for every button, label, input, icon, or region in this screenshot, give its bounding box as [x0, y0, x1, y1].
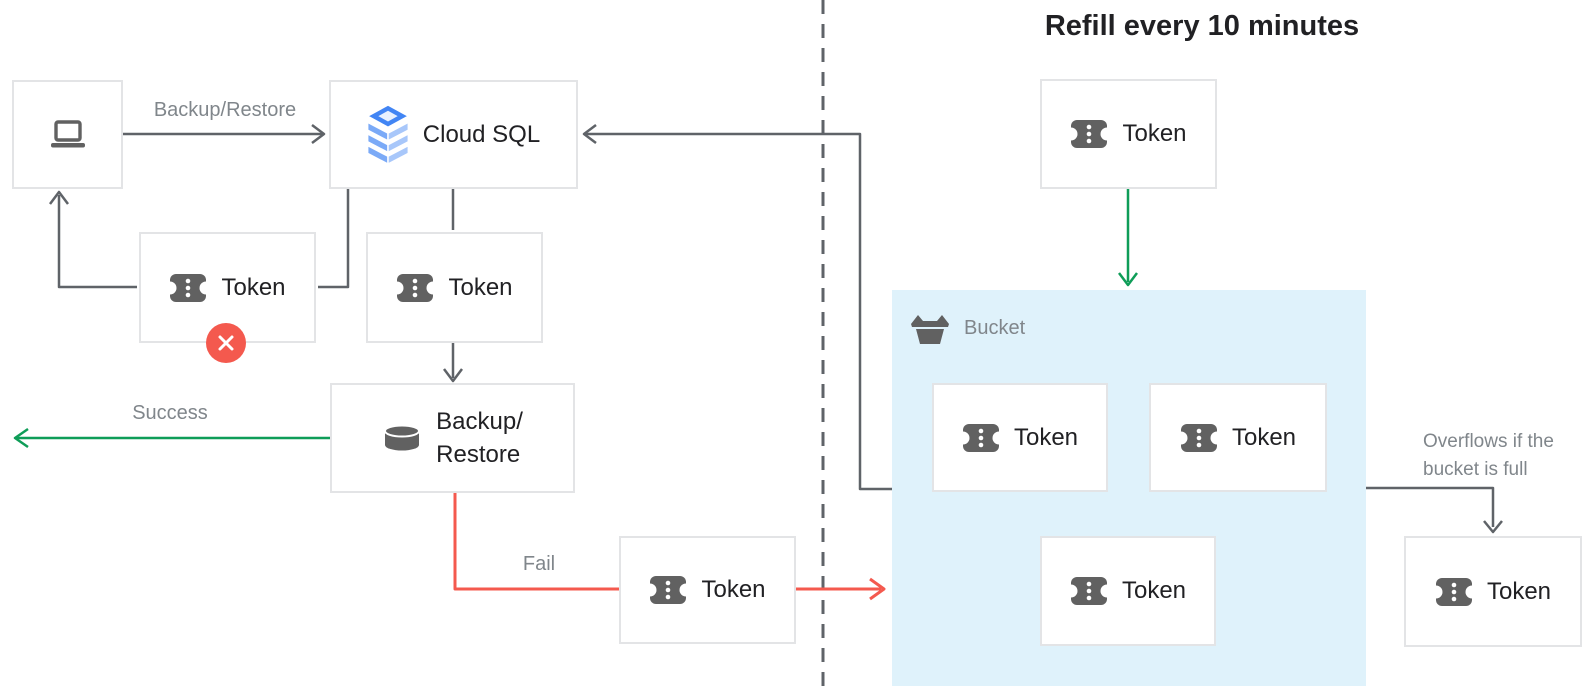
laptop-icon	[50, 119, 85, 147]
edge-label-success: Success	[132, 402, 208, 424]
token-node-bucket-1: Token	[932, 383, 1108, 492]
arrowhead-left-icon	[13, 427, 29, 449]
edge-bucket-to-overflow-token	[1366, 486, 1495, 527]
token-icon	[1069, 577, 1108, 605]
token-icon	[961, 423, 1000, 452]
token-node-overflow: Token	[1404, 536, 1582, 647]
token-node-cloudsql: Token	[366, 232, 543, 343]
token-icon	[1434, 577, 1473, 606]
cloud-sql-node: Cloud SQL	[329, 80, 578, 189]
token-icon	[1179, 423, 1218, 452]
close-icon	[218, 335, 234, 351]
cloud-sql-icon	[366, 104, 409, 165]
token-node-refill: Token	[1040, 79, 1217, 189]
token-label: Token	[221, 273, 286, 301]
backup-restore-label-line2: Restore	[436, 441, 521, 468]
token-label: Token	[1013, 423, 1079, 451]
token-label: Token	[1486, 577, 1552, 605]
token-label: Token	[1121, 577, 1187, 604]
arrowhead-down-icon	[1118, 272, 1138, 287]
backup-restore-node: Backup/ Restore	[330, 383, 575, 493]
bucket-icon	[911, 315, 949, 344]
token-label: Token	[1231, 423, 1297, 451]
arrowhead-up-icon	[49, 190, 69, 205]
backup-restore-label: Backup/ Restore	[436, 405, 523, 471]
database-icon	[384, 424, 421, 451]
edge-cloudsql-to-rejected-token	[318, 189, 350, 289]
token-node-bucket-3: Token	[1040, 536, 1216, 646]
token-icon	[396, 273, 435, 302]
edge-rejected-token-to-client	[57, 195, 137, 289]
diagram-title: Refill every 10 minutes	[1044, 10, 1360, 42]
edge-label-overflow: Overflows if the bucket is full	[1423, 428, 1554, 483]
arrowhead-down-icon	[443, 368, 463, 383]
arrowhead-down-icon	[1483, 520, 1503, 534]
edge-label-overflow-line2: bucket is full	[1423, 458, 1528, 480]
edge-label-overflow-line1: Overflows if the	[1423, 431, 1554, 452]
token-label: Token	[1122, 120, 1187, 147]
token-icon	[1070, 120, 1109, 148]
token-icon	[649, 576, 688, 604]
arrowhead-left-icon	[582, 124, 597, 144]
edge-label-backup-restore: Backup/Restore	[153, 99, 297, 121]
cloud-sql-label: Cloud SQL	[422, 120, 541, 148]
edge-label-fail: Fail	[522, 553, 556, 575]
bucket-label: Bucket	[964, 316, 1026, 339]
token-node-bucket-2: Token	[1149, 383, 1327, 492]
bucket-header: Bucket	[910, 312, 1025, 344]
token-label: Token	[448, 273, 513, 301]
edge-bucket-to-cloudsql	[585, 132, 892, 491]
rejected-x-badge	[206, 323, 246, 363]
token-node-fail: Token	[619, 536, 796, 644]
arrowhead-right-icon	[869, 577, 886, 601]
arrowhead-right-icon	[311, 124, 326, 144]
client-node	[12, 80, 123, 189]
token-icon	[169, 273, 208, 302]
backup-restore-label-line1: Backup/	[436, 407, 523, 435]
token-label: Token	[701, 576, 766, 603]
